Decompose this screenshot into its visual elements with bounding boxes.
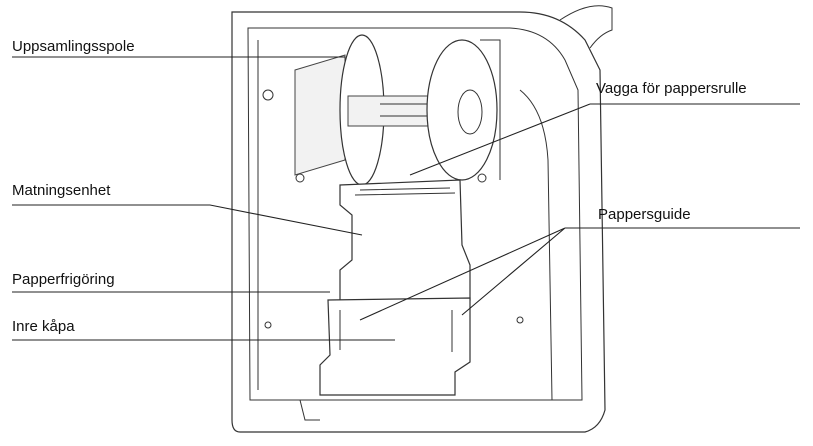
label-take-up-spool: Uppsamlingsspole (12, 38, 135, 55)
label-paper-roll-cradle: Vagga för pappersrulle (596, 80, 747, 97)
inner-cover-shape (319, 297, 471, 396)
label-feed-unit: Matningsenhet (12, 182, 111, 199)
label-paper-release: Papperfrigöring (12, 271, 115, 288)
leader-paper-guide (359, 227, 800, 321)
paper-roll-cradle-shape (426, 39, 501, 181)
leader-feed-unit (12, 204, 363, 236)
leader-paper-roll-cradle (409, 103, 800, 176)
label-paper-guide: Pappersguide (598, 206, 691, 223)
label-inner-cover: Inre kåpa (12, 318, 75, 335)
